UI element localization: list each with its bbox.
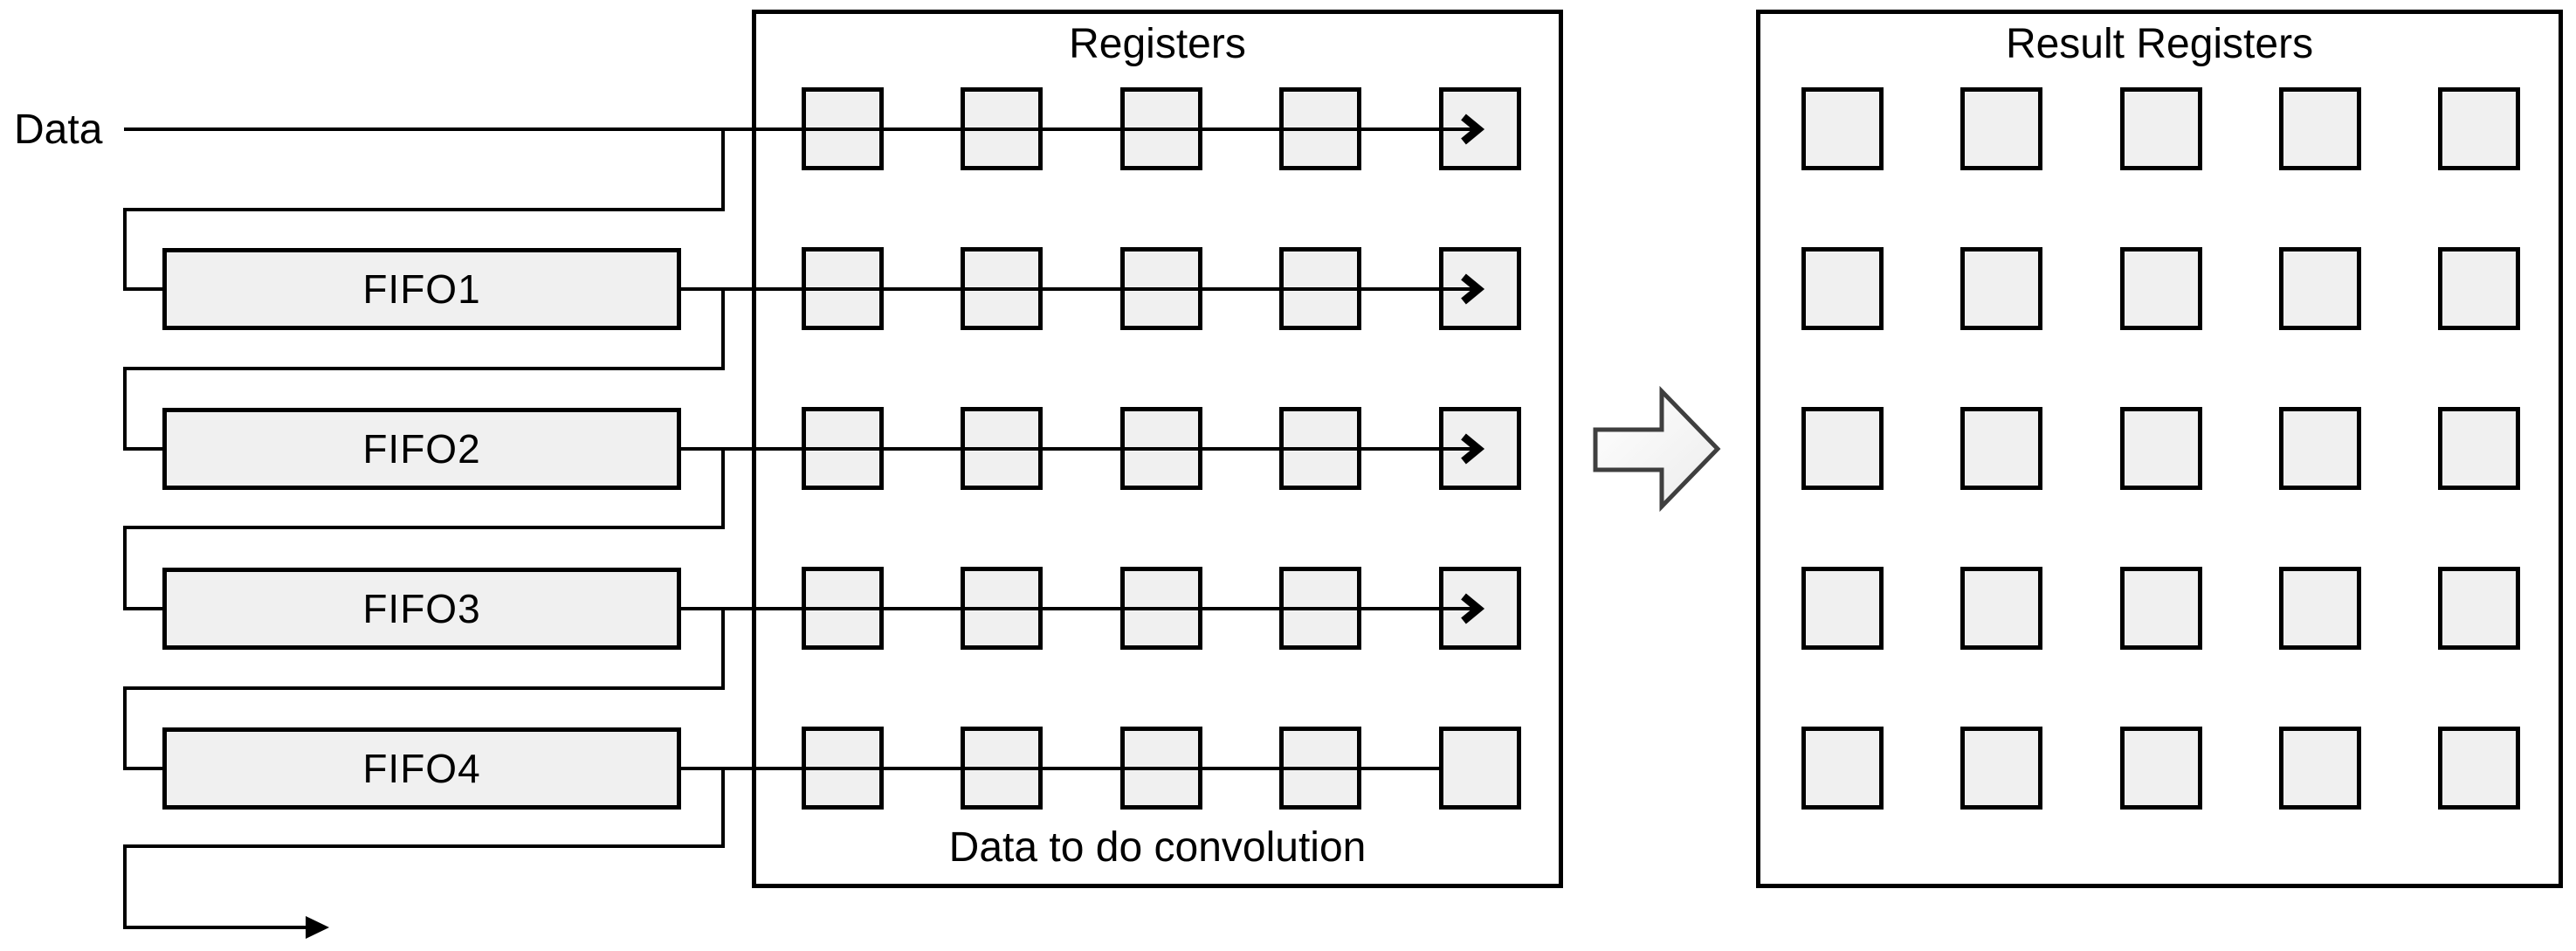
result-cell — [2120, 727, 2202, 810]
result-registers-title: Result Registers — [2005, 21, 2314, 67]
result-cell — [2120, 247, 2202, 330]
register-cell — [1120, 727, 1202, 810]
flow-arrow-icon — [1593, 385, 1721, 513]
fifo1-label: FIFO1 — [362, 266, 481, 312]
register-cell — [961, 247, 1043, 330]
register-cell — [802, 567, 884, 650]
fifo3-label: FIFO3 — [362, 586, 481, 631]
register-cell — [1439, 727, 1521, 810]
result-cell — [2438, 87, 2520, 170]
fifo3-box: FIFO3 — [162, 568, 681, 650]
result-cell — [2279, 87, 2361, 170]
register-cell — [802, 247, 884, 330]
exit-arrowhead-icon — [306, 916, 329, 939]
register-cell — [961, 87, 1043, 170]
register-cell — [802, 407, 884, 490]
result-cell — [2438, 407, 2520, 490]
result-cell — [2279, 727, 2361, 810]
result-cell — [2438, 567, 2520, 650]
result-cell — [2120, 567, 2202, 650]
register-cell — [1439, 567, 1521, 650]
result-cell — [2120, 407, 2202, 490]
result-cell — [1960, 87, 2042, 170]
register-cell — [1279, 567, 1361, 650]
register-cell — [802, 727, 884, 810]
fifo1-box: FIFO1 — [162, 248, 681, 330]
result-cell — [2279, 247, 2361, 330]
result-cell — [2120, 87, 2202, 170]
fifo4-box: FIFO4 — [162, 727, 681, 810]
register-cell — [1439, 87, 1521, 170]
register-cell — [961, 407, 1043, 490]
result-cell — [2279, 407, 2361, 490]
result-cell — [1801, 87, 1884, 170]
result-cell — [1801, 567, 1884, 650]
result-cell — [1960, 567, 2042, 650]
result-cell — [2438, 247, 2520, 330]
register-cell — [1120, 247, 1202, 330]
register-cell — [961, 727, 1043, 810]
result-cell — [1801, 727, 1884, 810]
register-cell — [1279, 727, 1361, 810]
fifo2-label: FIFO2 — [362, 426, 481, 472]
register-cell — [1120, 567, 1202, 650]
register-cell — [1439, 407, 1521, 490]
result-cell — [1801, 247, 1884, 330]
register-cell — [802, 87, 884, 170]
register-cell — [1120, 407, 1202, 490]
result-cell — [1801, 407, 1884, 490]
register-cell — [1279, 247, 1361, 330]
result-cell — [1960, 407, 2042, 490]
register-cell — [1120, 87, 1202, 170]
result-cell — [1960, 727, 2042, 810]
fifo2-box: FIFO2 — [162, 408, 681, 490]
register-cell — [961, 567, 1043, 650]
result-cell — [2279, 567, 2361, 650]
register-cell — [1439, 247, 1521, 330]
data-input-label: Data — [14, 107, 103, 153]
result-cell — [2438, 727, 2520, 810]
registers-box-title: Registers — [1069, 21, 1246, 67]
result-cell — [1960, 247, 2042, 330]
fifo4-label: FIFO4 — [362, 746, 481, 791]
register-cell — [1279, 87, 1361, 170]
registers-box-caption: Data to do convolution — [948, 824, 1367, 871]
register-cell — [1279, 407, 1361, 490]
